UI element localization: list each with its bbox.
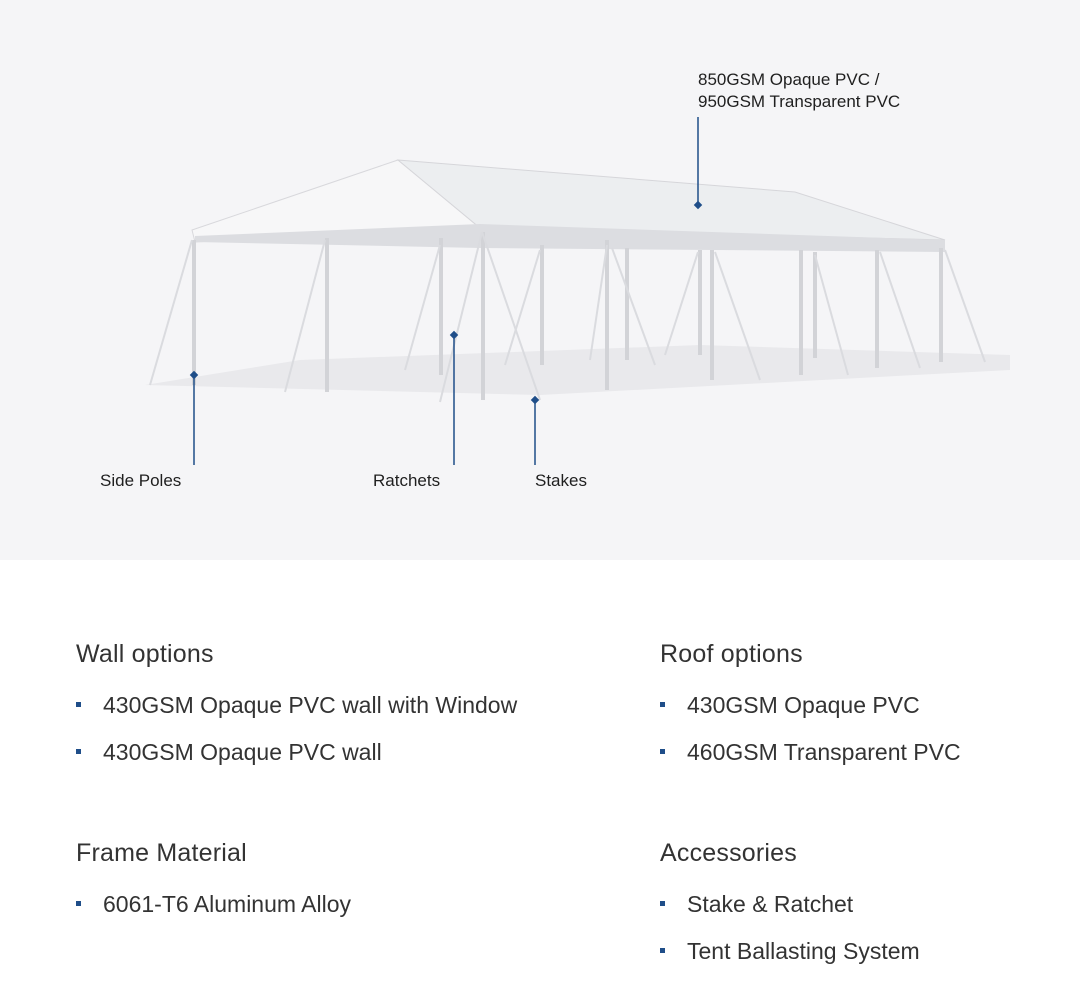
- list-item: 6061-T6 Aluminum Alloy: [76, 890, 351, 937]
- bullet-icon: [76, 749, 81, 754]
- roof-material-callout: 850GSM Opaque PVC / 950GSM Transparent P…: [698, 69, 900, 113]
- bullet-icon: [660, 948, 665, 953]
- spec-section: Wall options 430GSM Opaque PVC wall with…: [0, 560, 1080, 965]
- wall-options-list: 430GSM Opaque PVC wall with Window 430GS…: [76, 691, 517, 785]
- tent-illustration: [145, 117, 1010, 465]
- roof-front-edge: [195, 224, 945, 252]
- list-item-text: 430GSM Opaque PVC wall: [103, 739, 382, 765]
- roof-options-group: Roof options 430GSM Opaque PVC 460GSM Tr…: [660, 640, 961, 785]
- wall-options-group: Wall options 430GSM Opaque PVC wall with…: [76, 640, 517, 785]
- wall-options-heading: Wall options: [76, 640, 214, 668]
- roof-material-line1: 850GSM Opaque PVC /: [698, 70, 880, 89]
- accessories-group: Accessories Stake & Ratchet Tent Ballast…: [660, 839, 920, 984]
- callout-leaders: [193, 117, 699, 465]
- guy-ropes: [149, 231, 986, 403]
- stakes-callout: Stakes: [535, 471, 587, 490]
- list-item-text: 6061-T6 Aluminum Alloy: [103, 891, 352, 917]
- side-poles-callout: Side Poles: [100, 471, 182, 490]
- list-item-text: 460GSM Transparent PVC: [687, 739, 961, 765]
- bullet-icon: [660, 702, 665, 707]
- bullet-icon: [76, 702, 81, 707]
- roof-options-heading: Roof options: [660, 640, 803, 668]
- bullet-icon: [76, 901, 81, 906]
- list-item-text: 430GSM Opaque PVC: [687, 692, 920, 718]
- product-diagram: 850GSM Opaque PVC / 950GSM Transparent P…: [100, 69, 1010, 490]
- list-item: 430GSM Opaque PVC wall with Window: [76, 691, 517, 738]
- roof-material-line2: 950GSM Transparent PVC: [698, 92, 901, 111]
- frame-material-list: 6061-T6 Aluminum Alloy: [76, 890, 351, 937]
- list-item-text: Tent Ballasting System: [687, 938, 920, 964]
- list-item-text: Stake & Ratchet: [687, 891, 854, 917]
- tent-poles: [192, 232, 943, 400]
- frame-material-heading: Frame Material: [76, 839, 247, 867]
- list-item: 430GSM Opaque PVC wall: [76, 738, 517, 785]
- list-item: Tent Ballasting System: [660, 937, 920, 984]
- list-item: Stake & Ratchet: [660, 890, 920, 937]
- ground-shadow: [145, 345, 1010, 395]
- accessories-list: Stake & Ratchet Tent Ballasting System: [660, 890, 920, 984]
- list-item: 430GSM Opaque PVC: [660, 691, 961, 738]
- bullet-icon: [660, 901, 665, 906]
- bullet-icon: [660, 749, 665, 754]
- frame-material-group: Frame Material 6061-T6 Aluminum Alloy: [76, 839, 351, 937]
- list-item-text: 430GSM Opaque PVC wall with Window: [103, 692, 518, 718]
- roof-options-list: 430GSM Opaque PVC 460GSM Transparent PVC: [660, 691, 961, 785]
- accessories-heading: Accessories: [660, 839, 797, 867]
- ratchets-callout: Ratchets: [373, 471, 441, 490]
- list-item: 460GSM Transparent PVC: [660, 738, 961, 785]
